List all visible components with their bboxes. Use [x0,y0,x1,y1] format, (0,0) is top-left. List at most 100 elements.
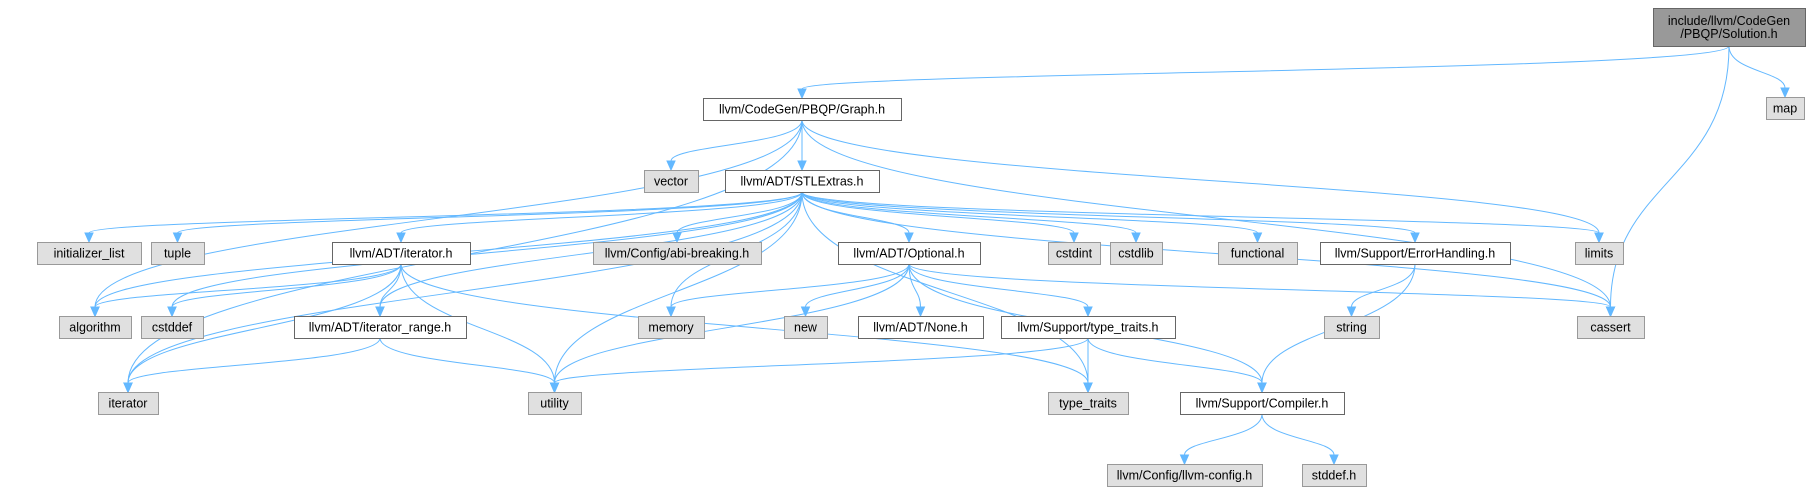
nodes-layer: include/llvm/CodeGen/PBQP/Solution.h llvm… [37,8,1806,487]
node-functional: functional [1218,242,1298,265]
node-none[interactable]: llvm/ADT/None.h [858,316,984,339]
node-label: llvm/ADT/Optional.h [853,247,964,261]
node-label: include/llvm/CodeGen [1668,14,1790,28]
node-box [725,170,880,193]
node-box [1180,392,1345,415]
edge-errorhandling-to-string [1346,263,1416,318]
node-box [1320,242,1511,265]
node-box [1766,97,1805,120]
arrowhead [797,88,807,100]
node-box [1218,242,1298,265]
node-label: llvm/Support/Compiler.h [1196,397,1329,411]
node-type_traits: type_traits [1048,392,1129,415]
node-box [1324,316,1380,339]
edge-stlextras-to-initializer_list [84,191,803,244]
node-limits: limits [1575,242,1624,265]
node-box [838,242,981,265]
node-cassert: cassert [1577,316,1645,339]
edge-stlextras-to-iterator_h [396,191,803,244]
node-label: limits [1585,247,1613,261]
edge-iterator_h-to-cstddef [167,263,402,318]
arrowhead [172,232,183,244]
node-label: llvm/ADT/None.h [873,321,968,335]
edge-iterator_range-to-utility [379,337,560,394]
edge-iterator_range-to-iterator [123,337,381,394]
node-label: llvm/Config/llvm-config.h [1117,469,1253,483]
node-initializer_list: initializer_list [37,242,142,265]
node-box [59,316,132,339]
node-stlextras[interactable]: llvm/ADT/STLExtras.h [725,170,880,193]
arrowhead [1329,454,1339,466]
edge-graph-to-stlextras [797,120,807,172]
arrowhead [904,232,914,244]
arrowhead [1179,454,1190,466]
node-errorhandling[interactable]: llvm/Support/ErrorHandling.h [1320,242,1511,265]
arrowhead [1252,232,1263,244]
node-vector: vector [644,170,699,193]
arrowhead [1083,382,1093,394]
arrowhead [797,160,807,172]
node-typetraits_h[interactable]: llvm/Support/type_traits.h [1001,316,1176,339]
node-cstdlib: cstdlib [1110,242,1163,265]
arrowhead [1131,232,1141,244]
node-cstdint: cstdint [1048,242,1101,265]
node-optional[interactable]: llvm/ADT/Optional.h [838,242,981,265]
arrowhead [90,306,100,318]
arrowhead [375,306,385,318]
arrowhead [1780,87,1790,99]
node-box [294,316,467,339]
node-box [1048,392,1129,415]
edge-stlextras-to-limits [801,191,1604,244]
edge-optional-to-utility [549,263,910,394]
arrowhead [396,232,406,244]
node-memory: memory [638,316,705,339]
edge-iterator_h-to-type_traits [400,263,1093,394]
node-solution[interactable]: include/llvm/CodeGen/PBQP/Solution.h [1653,8,1806,47]
node-box [644,170,699,193]
arrowhead [1410,232,1420,244]
node-label: llvm/Support/ErrorHandling.h [1335,247,1496,261]
arrowhead [1605,306,1616,318]
node-box [151,242,205,265]
node-algorithm: algorithm [59,316,132,339]
edge-stlextras-to-functional [801,191,1263,244]
node-iterator_h[interactable]: llvm/ADT/iterator.h [332,242,471,265]
arrowhead [1257,382,1267,394]
node-box [1048,242,1101,265]
node-string: string [1324,316,1380,339]
node-label: functional [1231,247,1285,261]
arrowhead [666,160,676,172]
arrowhead [167,306,177,318]
node-box [141,316,204,339]
node-box [1110,242,1163,265]
arrowhead [1069,232,1079,244]
arrowhead [1594,232,1604,244]
node-box [37,242,142,265]
edge-typetraits_h-to-type_traits [1083,338,1093,394]
edge-stlextras-to-utility [549,191,803,394]
edge-stlextras-to-errorhandling [801,191,1420,244]
node-label: string [1336,321,1367,335]
node-label: llvm/CodeGen/PBQP/Graph.h [719,103,885,117]
node-iterator_range[interactable]: llvm/ADT/iterator_range.h [294,316,467,339]
node-box [1001,316,1176,339]
node-label: map [1773,102,1797,116]
node-compiler[interactable]: llvm/Support/Compiler.h [1180,392,1345,415]
node-box [1577,316,1645,339]
edge-typetraits_h-to-utility [549,337,1089,394]
node-tuple: tuple [151,242,205,265]
node-abi: llvm/Config/abi-breaking.h [593,242,762,265]
arrowhead [666,306,676,318]
node-label: llvm/ADT/STLExtras.h [741,175,864,189]
node-iterator: iterator [98,392,159,415]
node-label: new [794,321,818,335]
edge-optional-to-typetraits_h [908,263,1093,318]
node-cstddef: cstddef [141,316,204,339]
node-label: cassert [1590,321,1631,335]
node-label: llvm/Support/type_traits.h [1017,321,1158,335]
node-utility: utility [528,392,582,415]
edge-stlextras-to-abi [672,191,803,244]
node-graph[interactable]: llvm/CodeGen/PBQP/Graph.h [703,98,902,121]
node-box [1107,464,1263,487]
